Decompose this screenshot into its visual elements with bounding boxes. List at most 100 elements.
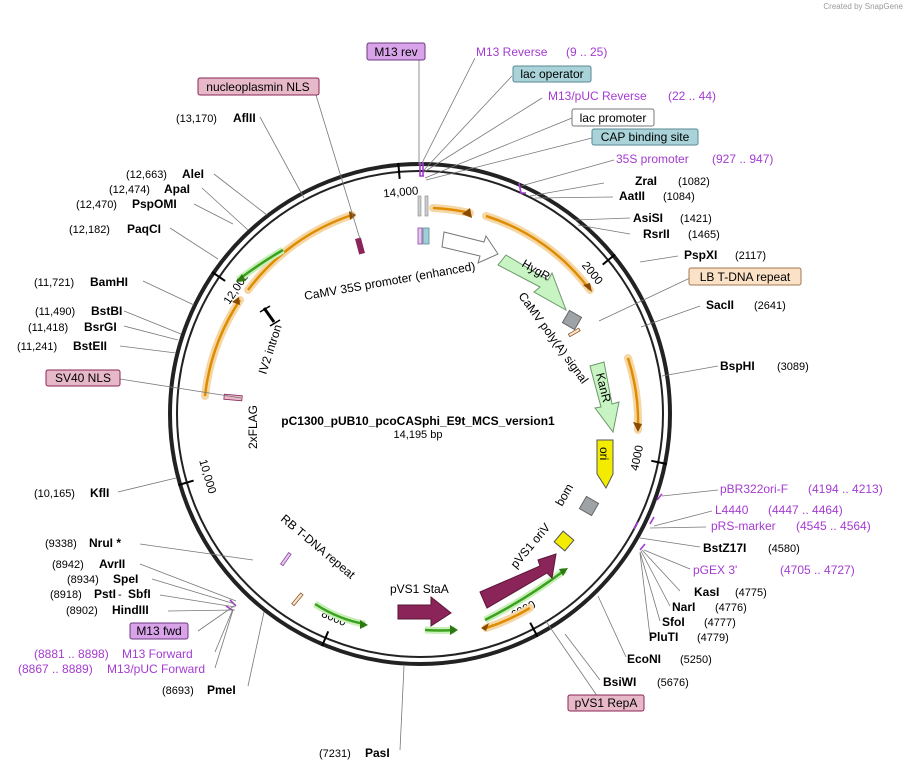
svg-text:(11,418): (11,418) [28, 322, 68, 334]
svg-text:-: - [118, 589, 122, 601]
label-pvs1-staa: pVS1 StaA [390, 582, 449, 596]
label-lac-promoter: lac promoter [580, 111, 647, 125]
svg-text:(1082): (1082) [678, 176, 710, 188]
leader-lines [117, 57, 719, 751]
enzyme-aflii: AflII [233, 111, 256, 125]
svg-text:(11,241): (11,241) [17, 341, 57, 353]
feature-bom-box [578, 495, 600, 517]
primer-m13-forward: M13 Forward [122, 647, 193, 661]
snapgene-credit: Created by SnapGene [823, 2, 903, 11]
primer-m13-reverse: M13 Reverse [476, 45, 548, 59]
svg-text:(12,182): (12,182) [69, 224, 110, 236]
label-sv40-nls: SV40 NLS [55, 371, 111, 385]
enzyme-pasi: PasI [365, 746, 390, 760]
enzyme-apai: ApaI [164, 182, 190, 196]
enzyme-pspxi: PspXI [684, 248, 717, 262]
feature-oriv-box [553, 530, 575, 552]
svg-text:(12,474): (12,474) [109, 184, 150, 196]
svg-text:(5676): (5676) [657, 677, 689, 689]
tick-mark [602, 253, 616, 266]
primer-35s: 35S promoter [616, 152, 689, 166]
enzyme-asisi: AsiSI [633, 211, 663, 225]
svg-text:(5250): (5250) [680, 654, 712, 666]
primer-l4440: L4440 [715, 503, 749, 517]
enzyme-sacii: SacII [706, 298, 734, 312]
label-camv-promoter: CaMV 35S promoter (enhanced) [303, 259, 476, 303]
svg-text:(1465): (1465) [688, 229, 720, 241]
primer-m13puc-reverse-pos: (22 .. 44) [668, 89, 716, 103]
svg-text:(8918): (8918) [50, 589, 82, 601]
svg-text:(10,165): (10,165) [34, 488, 75, 500]
enzyme-kasi: KasI [694, 585, 719, 599]
svg-text:(4580): (4580) [768, 543, 800, 555]
enzyme-pmei: PmeI [207, 683, 236, 697]
svg-text:(8902): (8902) [66, 605, 98, 617]
svg-text:(4777): (4777) [704, 617, 736, 629]
feature-ori-arrow [596, 439, 614, 490]
enzyme-hindiii: HindIII [112, 603, 149, 617]
tick-mark [321, 631, 330, 647]
svg-text:(2641): (2641) [754, 300, 786, 312]
tick-label: 14,000 [383, 185, 419, 200]
primer-m13puc-forward-pos: (8867 .. 8889) [18, 662, 93, 676]
tick-label: 4000 [629, 444, 646, 471]
svg-text:(13,170): (13,170) [176, 113, 217, 125]
feature-staa-arrow [479, 553, 557, 609]
svg-text:(4775): (4775) [735, 587, 767, 599]
green-arc-heads [236, 274, 568, 635]
svg-text:(9338): (9338) [45, 538, 77, 550]
enzyme-nrui: NruI * [89, 536, 121, 550]
primer-prs: pRS-marker [711, 519, 776, 533]
tick-label: 10,000 [196, 458, 217, 495]
label-pvs1-repa: pVS1 RepA [575, 696, 638, 710]
svg-text:(8942): (8942) [52, 559, 84, 571]
svg-text:(7231): (7231) [319, 748, 351, 760]
tick-mark [397, 162, 401, 179]
boxed-labels: M13 rev lac operator lac promoter CAP bi… [45, 42, 802, 712]
label-m13-fwd: M13 fwd [136, 624, 181, 638]
feature-polya-box [561, 309, 583, 331]
enzyme-bamhi: BamHI [90, 275, 128, 289]
feature-hygr-arrow [497, 254, 567, 312]
svg-text:(3089): (3089) [777, 361, 809, 373]
enzyme-labels-right: ZraI (1082) AatII (1084) AsiSI (1421) Rs… [603, 174, 809, 689]
svg-text:(8934): (8934) [67, 574, 99, 586]
label-2xflag: 2xFLAG [246, 405, 260, 449]
plasmid-name: pC1300_pUB10_pcoCASphi_E9t_MCS_version1 [281, 414, 555, 428]
svg-text:(11,490): (11,490) [35, 306, 75, 318]
enzyme-labels-left: (7231) PasI (8693) PmeI (8902) HindIII (… [17, 111, 390, 760]
enzyme-zrai: ZraI [635, 174, 657, 188]
label-iv2-intron: IV2 intron [256, 323, 285, 376]
svg-text:(2117): (2117) [735, 250, 766, 262]
enzyme-bsphi: BspHI [720, 359, 755, 373]
enzyme-rsrii: RsrII [643, 227, 670, 241]
plasmid-size: 14,195 bp [394, 429, 443, 441]
primer-l4440-pos: (4447 .. 4464) [768, 503, 843, 517]
label-lb-repeat: LB T-DNA repeat [700, 270, 791, 284]
enzyme-pluti: PluTI [649, 630, 678, 644]
enzyme-bsiwi: BsiWI [603, 675, 636, 689]
feature-staa-small-arrow [397, 595, 452, 627]
enzyme-bsteii: BstEII [73, 339, 107, 353]
enzyme-sbfi: SbfI [128, 587, 151, 601]
enzyme-sfoi: SfoI [662, 615, 685, 629]
label-ori: ori [597, 447, 611, 460]
svg-text:(4776): (4776) [715, 602, 747, 614]
primer-m13-forward-pos: (8881 .. 8898) [34, 647, 109, 661]
label-nucleoplasmin-nls: nucleoplasmin NLS [206, 80, 309, 94]
feature-promoter-arrow [441, 231, 499, 264]
label-m13-rev: M13 rev [374, 45, 417, 59]
orange-arcs [203, 206, 640, 630]
enzyme-alei: AleI [182, 167, 204, 181]
enzyme-spei: SpeI [113, 572, 138, 586]
enzyme-pspomi: PspOMI [132, 197, 177, 211]
tick-mark [177, 479, 194, 487]
primer-labels: M13 Reverse (9 .. 25) M13/pUC Reverse (2… [18, 45, 883, 676]
tick-mark [211, 271, 226, 282]
enzyme-psti: PstI [94, 587, 116, 601]
tick-mark [529, 622, 539, 638]
feature-intron-marker [259, 305, 281, 327]
enzyme-bstbi: BstBI [91, 304, 122, 318]
label-polya: CaMV poly(A) signal [516, 290, 592, 387]
